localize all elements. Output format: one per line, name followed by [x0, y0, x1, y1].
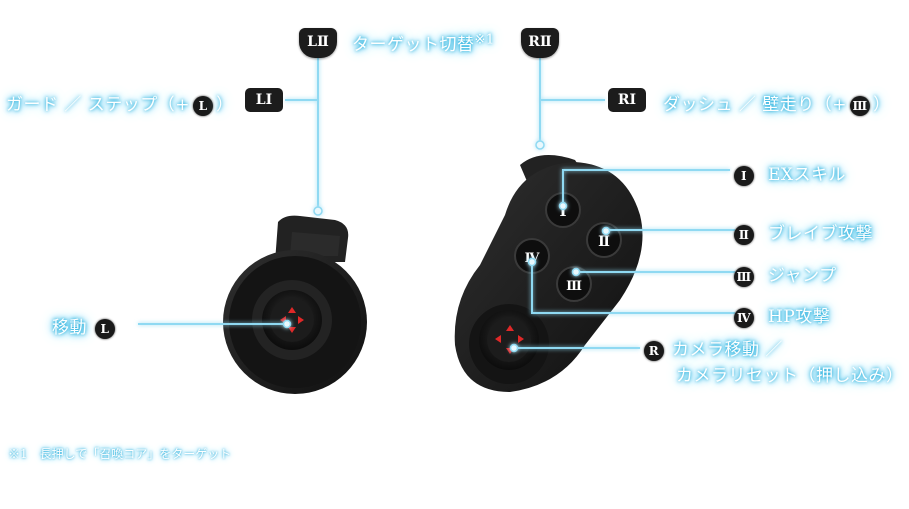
btn2-badge: Ⅱ	[734, 224, 754, 245]
move-l-badge: L	[95, 318, 115, 339]
camera-text-1: カメラ移動 ／	[672, 340, 783, 360]
leader-dot-btn1	[558, 201, 568, 211]
left-controller	[223, 215, 367, 394]
lii-badge: LⅡ	[299, 28, 337, 58]
btn4-text: HP攻撃	[768, 307, 831, 327]
dash-wallrun-close: ）	[873, 95, 891, 115]
target-switch-label: ターゲット切替※1	[352, 30, 495, 55]
leader-btn4	[531, 262, 735, 314]
left-stick-arrow-right	[298, 316, 304, 324]
left-stick-arrow-up	[288, 307, 296, 313]
dash-wallrun-text: ダッシュ ／ 壁走り（+	[663, 95, 848, 115]
right-stick-arrow-right	[518, 335, 524, 343]
leader-dots	[282, 140, 611, 353]
li-badge: LⅠ	[245, 88, 283, 112]
left-stick-arrow-down	[288, 327, 296, 333]
camera-r-badge: R	[644, 340, 664, 361]
move-label: 移動 L	[52, 313, 118, 339]
leader-btn1	[562, 169, 730, 205]
leader-lines	[138, 55, 735, 349]
guard-step-text: ガード ／ ステップ（+	[6, 95, 191, 115]
guard-step-label: ガード ／ ステップ（+L）	[6, 90, 234, 116]
target-note-mark: ※1	[474, 32, 495, 48]
btn2-label: Ⅱ ブレイブ攻撃	[734, 219, 873, 245]
guard-step-close: ）	[216, 95, 234, 115]
face-button-2: Ⅱ	[586, 222, 622, 258]
btn2-text: ブレイブ攻撃	[768, 224, 873, 244]
face-button-3: Ⅲ	[556, 266, 592, 302]
btn1-text: EXスキル	[768, 165, 847, 185]
right-stick-arrow-up	[506, 325, 514, 331]
btn3-badge: Ⅲ	[734, 266, 754, 287]
right-stick-arrow-left	[495, 335, 501, 343]
footnote: ※1 長押しで「召喚コア」をターゲット	[8, 447, 232, 461]
guard-l-badge: L	[193, 95, 214, 116]
right-controller	[454, 155, 643, 392]
btn1-label: Ⅰ EXスキル	[734, 160, 846, 186]
leader-dot-cam	[509, 343, 519, 353]
move-text: 移動	[52, 318, 87, 338]
ri-badge: RⅠ	[608, 88, 646, 112]
leader-dot-btn2	[601, 226, 611, 236]
leader-dot-btn3	[571, 267, 581, 277]
leader-dot-move	[282, 319, 292, 329]
dash-iii-badge: Ⅲ	[850, 95, 871, 116]
target-switch-text: ターゲット切替	[352, 35, 475, 55]
camera-text-2: カメラリセット（押し込み）	[676, 366, 904, 386]
btn1-badge: Ⅰ	[734, 165, 754, 186]
face-button-3-label: Ⅲ	[566, 279, 582, 294]
face-button-2-label: Ⅱ	[598, 234, 610, 250]
leader-dot-btn4	[527, 257, 537, 267]
btn4-label: Ⅳ HP攻撃	[734, 302, 830, 328]
leader-dot-lii	[313, 206, 323, 216]
camera-label: R カメラ移動 ／ カメラリセット（押し込み）	[644, 337, 904, 389]
btn3-label: Ⅲ ジャンプ	[734, 261, 837, 287]
face-button-1-label: Ⅰ	[559, 202, 566, 220]
leader-dot-rii	[535, 140, 545, 150]
btn4-badge: Ⅳ	[734, 307, 754, 328]
dash-wallrun-label: ダッシュ ／ 壁走り（+Ⅲ）	[663, 90, 891, 116]
btn3-text: ジャンプ	[768, 266, 837, 286]
rii-badge: RⅡ	[521, 28, 559, 58]
